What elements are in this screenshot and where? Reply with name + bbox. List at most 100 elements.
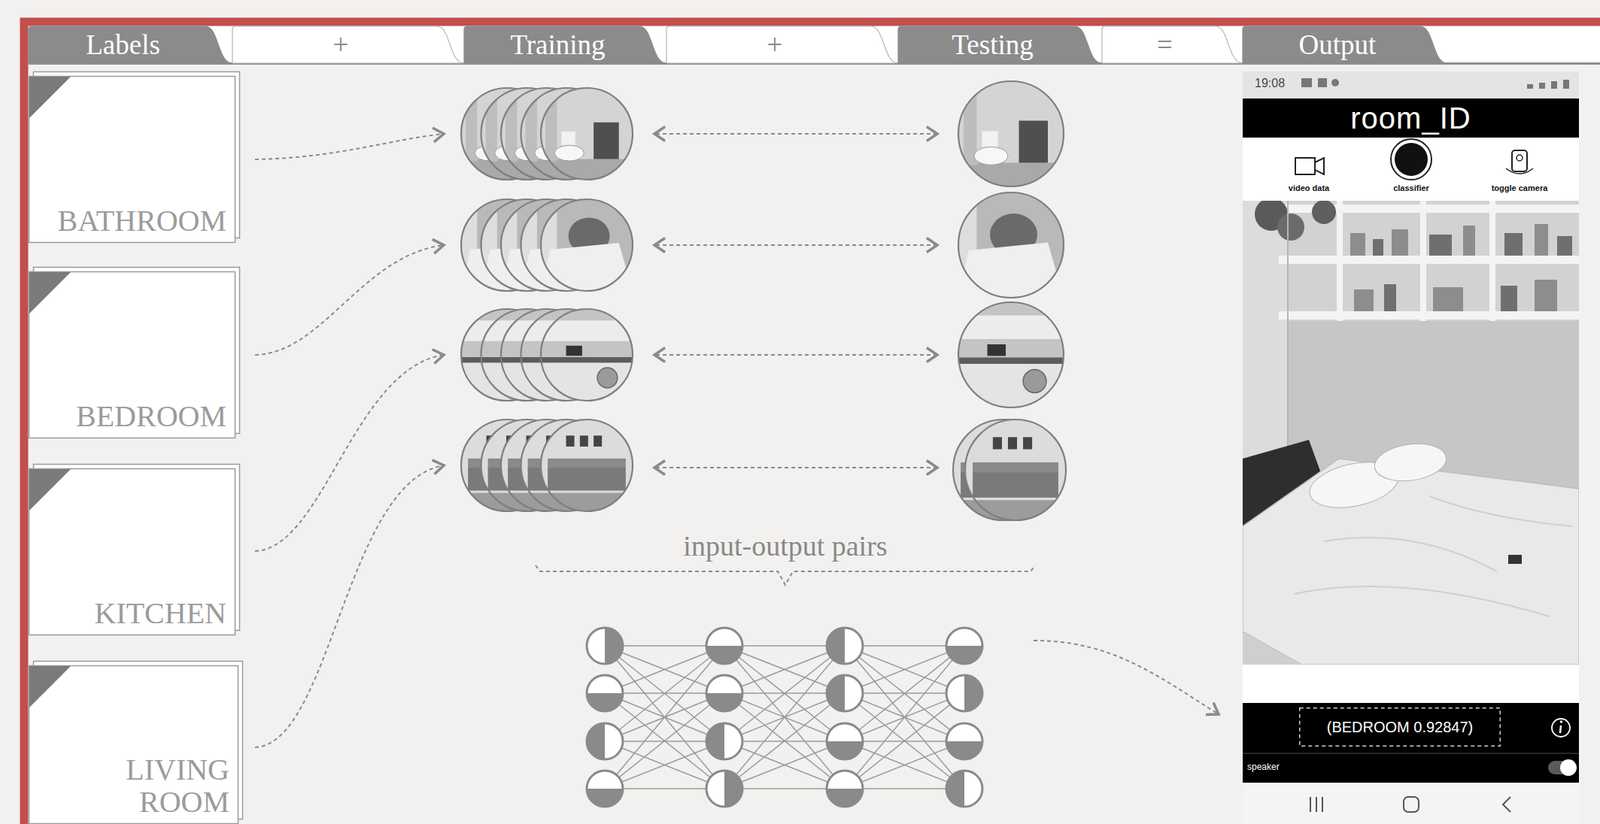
shelf-item [1504, 233, 1523, 256]
picture-frame [992, 437, 1002, 450]
sheet-fold [1429, 496, 1573, 527]
nav-icon [1309, 797, 1312, 813]
phone-on-bed [1508, 555, 1522, 565]
prediction-outline [1299, 708, 1501, 747]
tab-shape [232, 26, 465, 64]
testing-images [953, 81, 1066, 526]
bedroom-photo [1242, 200, 1579, 665]
label-page: BATHROOM [28, 71, 240, 243]
network-link [844, 646, 965, 694]
video-icon [1295, 157, 1315, 175]
nav-icon [1403, 797, 1419, 813]
counter [540, 357, 633, 363]
text-holder: LIVING ROOM [37, 753, 230, 819]
shelf [1278, 255, 1579, 265]
stage-tab: Labels [28, 26, 233, 64]
tab-label: + [767, 30, 784, 59]
pair-line [655, 133, 936, 135]
operator-tab: + [232, 26, 465, 64]
status-time: 19:08 [1254, 76, 1315, 91]
shelf-item [1429, 234, 1452, 256]
room-label: KITCHEN [94, 597, 227, 630]
stage-tab: Training [464, 26, 667, 64]
text-holder: BATHROOM [57, 204, 227, 237]
shelf-divider [1489, 200, 1496, 322]
arrowhead [432, 460, 444, 475]
output-arrow [1033, 640, 1219, 715]
label-page: LIVING ROOM [28, 661, 243, 824]
text-holder: Testing [898, 26, 1087, 64]
photo-kitchen [958, 302, 1064, 417]
app-title: room_ID [1350, 103, 1471, 134]
neuron-fill [724, 771, 743, 808]
page-front [29, 469, 236, 636]
neuron [586, 628, 623, 665]
network-link [844, 741, 965, 790]
photo-rim [958, 192, 1064, 298]
page-front [29, 272, 236, 439]
stage-tab: Output [1242, 26, 1448, 64]
signal-icon [1551, 81, 1558, 89]
status-bar [1242, 71, 1579, 99]
tab-shape [898, 26, 1103, 64]
pair-arrows [654, 127, 938, 476]
neuron-fill [706, 646, 743, 665]
neuron-fill [826, 675, 845, 712]
photo-bath [958, 81, 1064, 190]
text-holder: + [232, 26, 450, 64]
signal-icon [1539, 82, 1546, 89]
network-link [724, 646, 845, 790]
toggle-camera-icon [1511, 150, 1528, 172]
text-holder: room_ID [1242, 98, 1579, 138]
network-link [604, 646, 725, 694]
neuron-fill [946, 741, 983, 760]
neuron [706, 723, 743, 760]
band-separator [1242, 752, 1579, 755]
tab-label: Labels [85, 30, 161, 59]
arrowhead [654, 238, 665, 253]
shelf-item [1350, 233, 1366, 256]
room-label: LIVING ROOM [37, 753, 230, 819]
neuron-fill [604, 628, 623, 665]
page-front [29, 666, 239, 824]
toggle-camera-icon [1516, 154, 1523, 161]
text-holder: BEDROOM [75, 400, 227, 433]
header-strip [28, 26, 1600, 64]
shelf-item [1354, 289, 1374, 312]
signal-icon [1527, 84, 1534, 89]
lower-cabinets [540, 362, 633, 409]
tab-shape [666, 26, 899, 64]
sofa [972, 472, 1059, 498]
tab-label: Testing [951, 30, 1033, 59]
tab-label: Training [510, 30, 605, 59]
status-icon [1317, 78, 1327, 88]
floor [958, 163, 1064, 190]
app-title-bar: room_ID [1242, 98, 1579, 138]
nav-bar [1242, 783, 1579, 824]
text-holder: Output [1242, 26, 1433, 64]
cabinet [1019, 121, 1049, 164]
network-link [844, 741, 965, 790]
photo-rim [965, 419, 1066, 521]
shelf-item [1534, 224, 1549, 256]
arrowhead [926, 348, 938, 363]
photo-rim [958, 81, 1064, 187]
plant [1311, 200, 1336, 225]
bracket-caption: input-output pairs [634, 531, 936, 563]
bracket [535, 565, 1036, 586]
label-arrows [255, 127, 444, 748]
neuron [586, 723, 623, 760]
arrowhead [654, 348, 665, 363]
neuron [706, 771, 743, 808]
toggle-caption: speaker [1247, 762, 1338, 773]
neuron [826, 675, 863, 712]
neuron-fill [586, 789, 623, 808]
neuron [946, 723, 983, 760]
network-link [844, 646, 965, 694]
toilet-bowl [974, 147, 1008, 166]
training-images [461, 88, 633, 517]
pair-line [655, 467, 936, 469]
arrowhead [654, 461, 665, 476]
label-arrow [255, 465, 444, 748]
photo-rim [540, 419, 633, 512]
